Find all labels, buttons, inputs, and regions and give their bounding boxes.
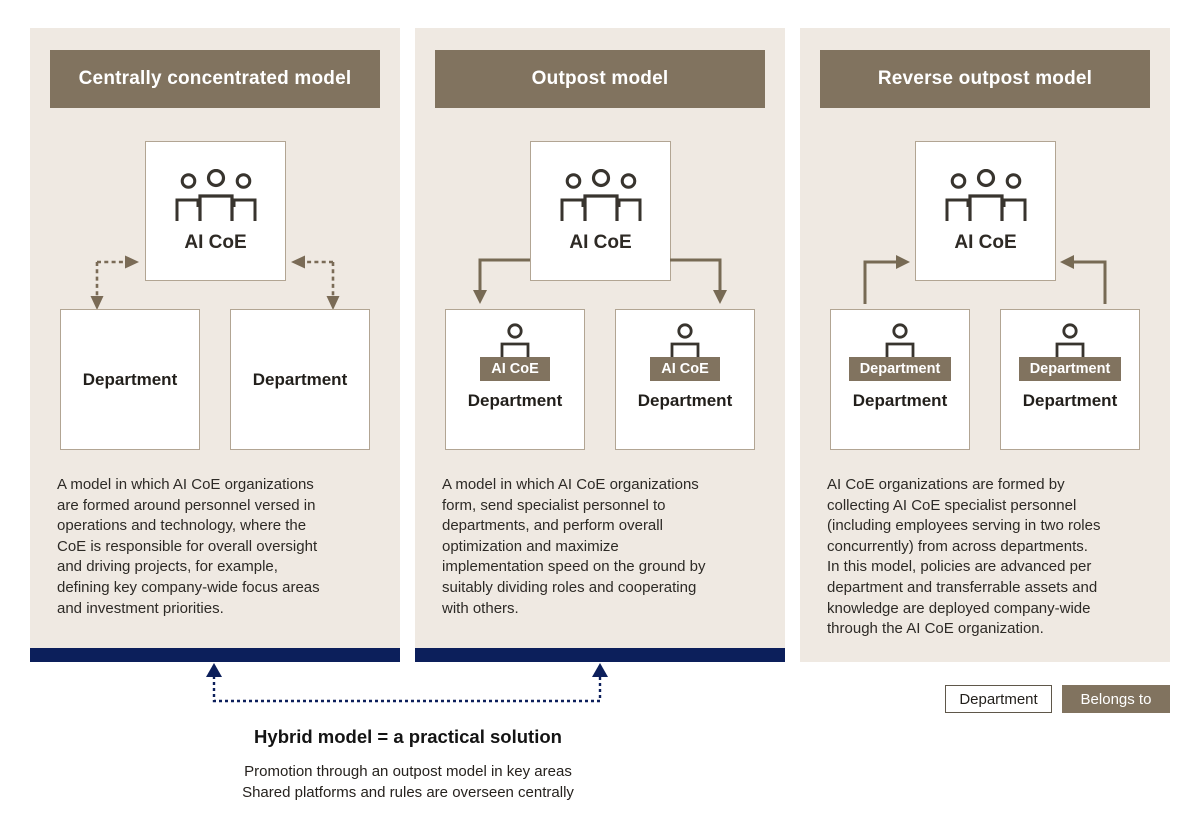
dashed-two-way-arrow-left: [90, 255, 139, 310]
department-box: AI CoE Department: [615, 309, 755, 450]
department-label: Department: [637, 391, 733, 410]
hybrid-dashed-connector-arrows: [206, 663, 608, 703]
panel-outpost-model: Outpost model AI CoE: [415, 28, 785, 662]
ai-coe-box: AI CoE: [530, 141, 671, 281]
department-label: Department: [852, 391, 948, 410]
dashed-two-way-arrow-right: [291, 255, 340, 310]
department-label: Department: [252, 369, 348, 389]
panel-description: A model in which AI CoE organizations ar…: [57, 476, 320, 617]
panel-title: Reverse outpost model: [820, 50, 1150, 108]
department-label: Department: [82, 369, 178, 389]
department-box: Department: [230, 309, 370, 450]
belongs-to-badge: AI CoE: [480, 357, 550, 381]
department-label: Department: [1022, 391, 1118, 410]
solid-down-arrow-right: [670, 258, 727, 304]
panel-centrally-concentrated-model: Centrally concentrated model AI CoE: [30, 28, 400, 662]
belongs-to-badge: AI CoE: [650, 357, 720, 381]
team-icon: [560, 168, 641, 221]
person-icon: [1055, 323, 1085, 367]
department-label: Department: [467, 391, 563, 410]
department-box: Department Department: [1000, 309, 1140, 450]
department-box: Department Department: [830, 309, 970, 450]
belongs-to-badge: Department: [1018, 357, 1122, 381]
navy-highlight-bar: [415, 648, 785, 662]
ai-coe-box: AI CoE: [145, 141, 286, 281]
solid-up-arrow-left: [863, 255, 910, 304]
team-icon: [175, 168, 256, 221]
panel-reverse-outpost-model: Reverse outpost model AI CoE: [800, 28, 1170, 662]
legend-department: Department: [945, 685, 1052, 713]
team-icon: [945, 168, 1026, 221]
legend-belongs-to: Belongs to: [1062, 685, 1170, 713]
solid-down-arrow-left: [473, 258, 530, 304]
ai-coe-label: AI CoE: [569, 231, 632, 253]
department-box: Department: [60, 309, 200, 450]
person-icon: [670, 323, 700, 367]
person-icon: [500, 323, 530, 367]
person-icon: [885, 323, 915, 367]
hybrid-model-title: Hybrid model = a practical solution: [254, 726, 562, 747]
ai-coe-box: AI CoE: [915, 141, 1056, 281]
hybrid-model-subtitle: Promotion through an outpost model in ke…: [242, 763, 574, 801]
solid-up-arrow-right: [1060, 255, 1107, 304]
panel-title: Centrally concentrated model: [50, 50, 380, 108]
panel-description: AI CoE organizations are formed by colle…: [827, 476, 1101, 638]
panel-description: A model in which AI CoE organizations fo…: [442, 476, 706, 617]
department-box: AI CoE Department: [445, 309, 585, 450]
navy-highlight-bar: [30, 648, 400, 662]
panel-title: Outpost model: [435, 50, 765, 108]
ai-coe-label: AI CoE: [184, 231, 247, 253]
ai-coe-label: AI CoE: [954, 231, 1017, 253]
belongs-to-badge: Department: [848, 357, 952, 381]
